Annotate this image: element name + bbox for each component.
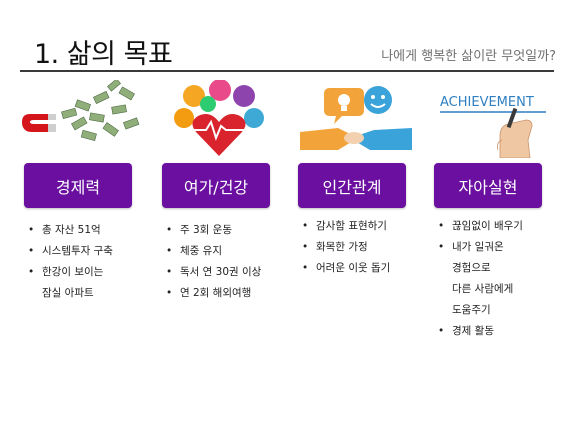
list-item: 총 자산 51억 [28, 220, 150, 241]
list-item: 독서 연 30권 이상 [166, 262, 288, 283]
list-item: 내가 일궈온 [438, 237, 560, 258]
title-divider [20, 70, 554, 72]
slide-subtitle: 나에게 행복한 삶이란 무엇일까? [381, 49, 556, 64]
slide-title: 1. 삶의 목표 [34, 39, 173, 70]
list-item: 감사함 표현하기 [302, 216, 424, 237]
category-button-relationships[interactable]: 인간관계 [298, 163, 406, 208]
list-item: 잠실 아파트 [42, 287, 94, 299]
column-relationships: 인간관계 감사함 표현하기 화목한 가정 어려운 이웃 돕기 [294, 80, 416, 279]
column-leisure-health: 여가/건강 주 3회 운동 체중 유지 독서 연 30권 이상 연 2회 해외여… [158, 79, 280, 304]
health-heart-icon [158, 79, 280, 158]
list-item: 체중 유지 [166, 241, 288, 262]
column-money: 경제력 총 자산 51억 시스템투자 구축 한강이 보이는 잠실 아파트 [20, 78, 142, 299]
category-button-leisure-health[interactable]: 여가/건강 [162, 163, 270, 208]
list-item: 어려운 이웃 돕기 [302, 258, 424, 279]
list-item: 시스템투자 구축 [28, 241, 150, 262]
bullet-list-money: 총 자산 51억 시스템투자 구축 한강이 보이는 잠실 아파트 [28, 220, 150, 304]
list-item: 끊임없이 배우기 [438, 216, 560, 237]
bullet-list-self-actualization: 끊임없이 배우기 내가 일궈온 경험으로 다른 사람에게 도움주기 경제 활동 [438, 216, 560, 342]
bullet-list-leisure-health: 주 3회 운동 체중 유지 독서 연 30권 이상 연 2회 해외여행 [166, 220, 288, 304]
category-button-money[interactable]: 경제력 [24, 163, 132, 208]
list-item: 주 3회 운동 [166, 220, 288, 241]
list-item: 도움주기 [452, 304, 491, 316]
achievement-text: ACHIEVEMENT [440, 95, 534, 110]
bullet-list-relationships: 감사함 표현하기 화목한 가정 어려운 이웃 돕기 [302, 216, 424, 279]
list-item: 한강이 보이는 [28, 262, 150, 283]
achievement-hand-icon: ACHIEVEMENT [430, 80, 552, 159]
handshake-idea-icon [294, 80, 416, 158]
magnet-money-icon [20, 78, 142, 158]
list-item: 경험으로 [452, 262, 491, 274]
column-self-actualization: ACHIEVEMENT 자아실현 끊임없이 배우기 내가 일궈온 경험으로 다른… [430, 80, 552, 342]
list-item: 다른 사람에게 [452, 283, 514, 295]
list-item: 화목한 가정 [302, 237, 424, 258]
category-button-self-actualization[interactable]: 자아실현 [434, 163, 542, 208]
list-item: 연 2회 해외여행 [166, 283, 288, 304]
list-item: 경제 활동 [438, 321, 560, 342]
